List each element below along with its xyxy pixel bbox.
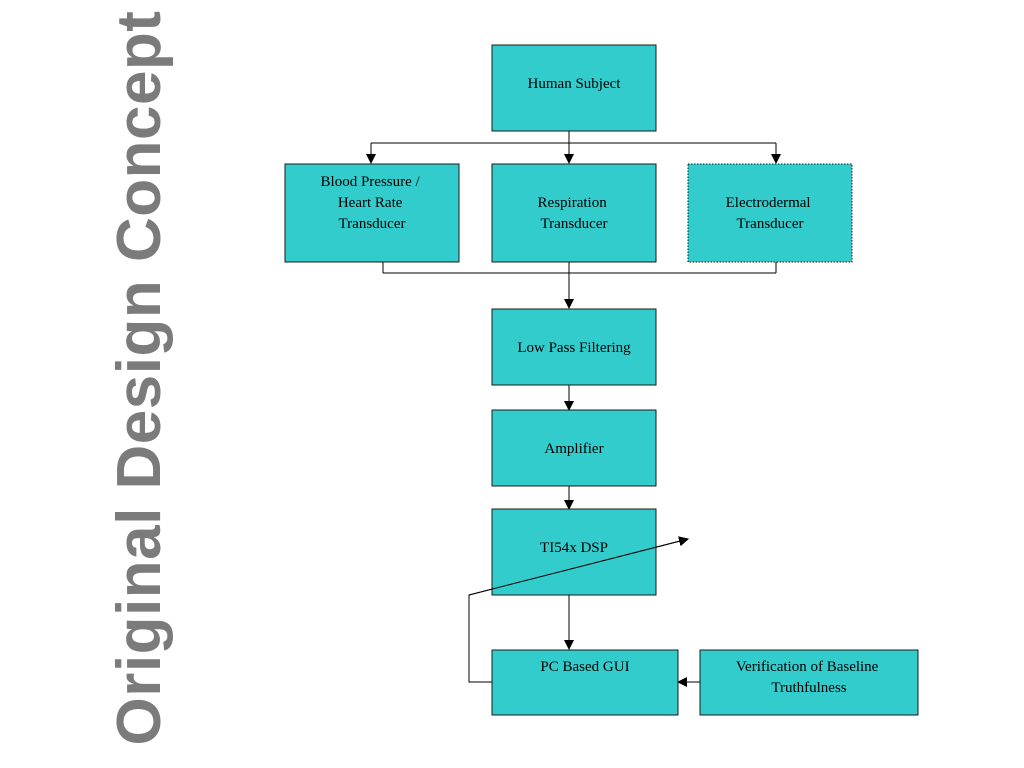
node-label: Verification of Baseline Truthfulness: [736, 659, 882, 696]
node-dsp: TI54x DSP: [491, 508, 657, 596]
node-label: TI54x DSP: [540, 540, 608, 556]
node-low-pass-filtering: Low Pass Filtering: [491, 308, 657, 386]
node-bp-hr-transducer: Blood Pressure / Heart Rate Transducer: [284, 163, 460, 263]
node-label: Low Pass Filtering: [517, 340, 631, 356]
node-pc-gui: PC Based GUI: [491, 649, 679, 716]
node-label: PC Based GUI: [540, 659, 629, 675]
node-respiration-transducer: Respiration Transducer: [491, 163, 657, 263]
node-verification: Verification of Baseline Truthfulness: [699, 649, 919, 716]
node-label: Electrodermal Transducer: [726, 195, 815, 232]
node-label: Respiration Transducer: [538, 195, 611, 232]
node-label: Blood Pressure / Heart Rate Transducer: [321, 174, 424, 232]
node-electrodermal-transducer: Electrodermal Transducer: [687, 163, 853, 263]
feedback-arrow-overlay: [468, 536, 689, 596]
node-label: Amplifier: [544, 441, 603, 457]
node-human-subject: Human Subject: [491, 44, 657, 132]
node-label: Human Subject: [528, 76, 622, 92]
node-amplifier: Amplifier: [491, 409, 657, 487]
